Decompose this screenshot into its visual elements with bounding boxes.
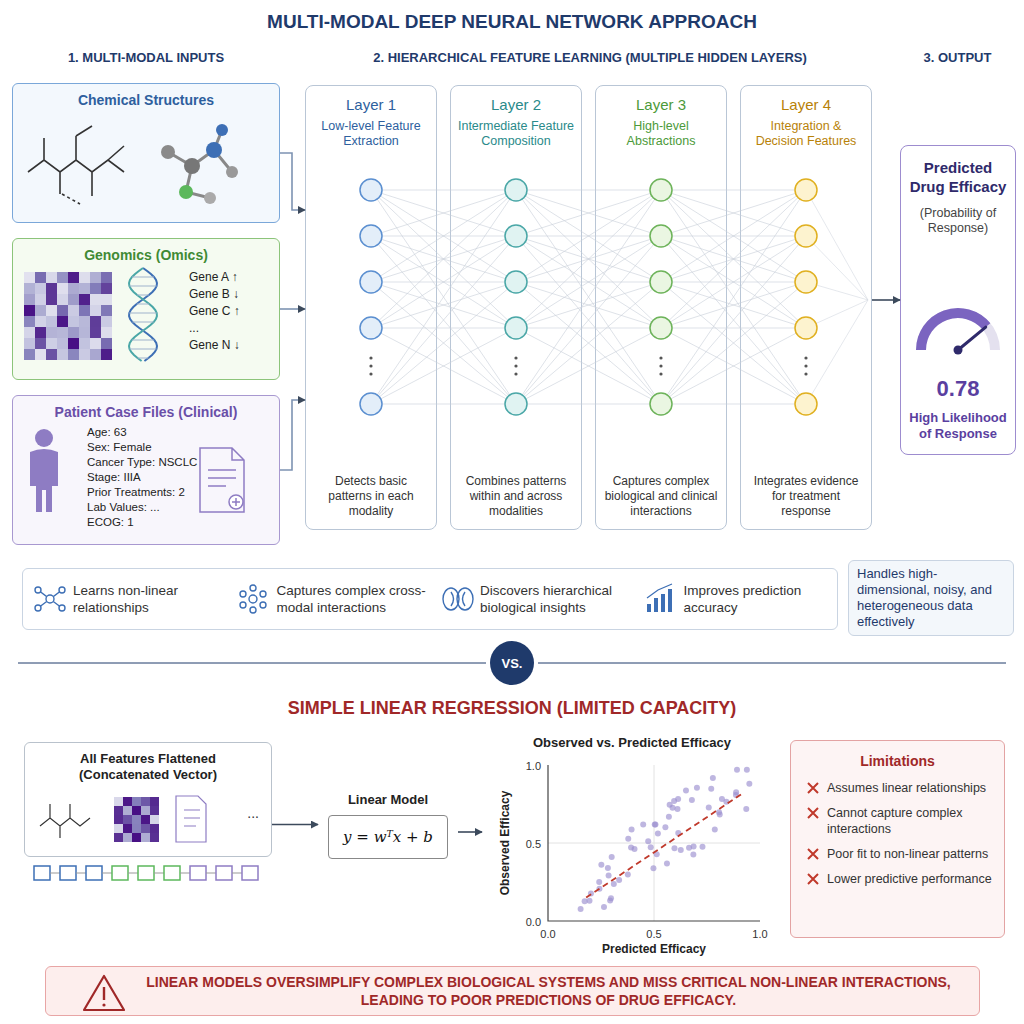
- node-text: Prior Treatments: 2: [87, 485, 185, 500]
- label-wrap: 3. OUTPUT: [895, 50, 1020, 66]
- input-box: Genomics (Omics) Gene A ↑Gene B ↓Gene C ↑…: [12, 238, 280, 380]
- node-text: Lower predictive performance: [801, 871, 994, 887]
- node-text: Captures complex biological and clinical…: [602, 474, 720, 519]
- axis-label: Predicted Efficacy: [579, 941, 729, 957]
- feature-vector: [34, 866, 258, 880]
- node-text: Gene B ↓: [189, 286, 239, 303]
- node-text: Improves prediction accuracy: [684, 582, 834, 616]
- axis-label: 1.0: [746, 926, 774, 942]
- label-wrap: Observed Efficacy: [497, 780, 513, 906]
- node-heading: Genomics (Omics): [84, 247, 208, 263]
- benefit-band: Learns non-linear relationships Captures …: [22, 568, 838, 630]
- label-wrap: 0.0: [513, 914, 541, 930]
- flow-arrow: [272, 824, 318, 826]
- node-heading: Handles high-dimensional, noisy, and het…: [857, 566, 1005, 630]
- label-wrap: 0.5: [513, 836, 541, 852]
- scatter-plot: [548, 765, 760, 921]
- layer-box: Layer 2 Intermediate Feature CompositionC…: [450, 85, 582, 530]
- warning-banner: LINEAR MODELS OVERSIMPLIFY COMPLEX BIOLO…: [45, 966, 980, 1016]
- node-heading: Observed vs. Predicted Efficacy: [533, 735, 731, 750]
- node-text: Detects basic patterns in each modality: [312, 474, 430, 519]
- node-text: Sex: Female: [87, 440, 152, 455]
- node-text: Age: 63: [87, 425, 127, 440]
- node-heading: Linear Model: [348, 792, 428, 807]
- node-text: Gene A ↑: [189, 269, 238, 286]
- node-heading: VS.: [502, 656, 523, 671]
- axis-label: Observed Efficacy: [497, 780, 513, 906]
- node-heading: Layer 3: [636, 96, 686, 113]
- node-text: Low-level Feature Extraction: [312, 119, 430, 149]
- node-text: Integrates evidence for treatment respon…: [747, 474, 865, 519]
- node-text: Cannot capture complex interactions: [801, 805, 994, 837]
- section-heading: 1. MULTI-MODAL INPUTS: [12, 50, 280, 66]
- flow-arrow: [280, 400, 305, 470]
- neuron-circles: [360, 179, 817, 415]
- node-heading: Layer 1: [346, 96, 396, 113]
- node-text: Intermediate Feature Composition: [457, 119, 575, 149]
- node-heading: LINEAR MODELS OVERSIMPLIFY COMPLEX BIOLO…: [138, 973, 959, 1009]
- section-heading: SIMPLE LINEAR REGRESSION (LIMITED CAPACI…: [150, 700, 874, 716]
- feature-box: All Features Flattened (Concatenated Vec…: [24, 742, 272, 857]
- model-box: Linear Model y = wᵀx + b: [318, 792, 458, 872]
- node-text: Captures complex cross-modal interaction…: [277, 582, 427, 616]
- node-heading: Layer 2: [491, 96, 541, 113]
- vs-circle: VS.: [490, 641, 534, 685]
- axis-label: 0.5: [513, 836, 541, 852]
- node-text: (Probability of Response): [907, 206, 1009, 236]
- network-mesh: [371, 190, 868, 404]
- label-wrap: SIMPLE LINEAR REGRESSION (LIMITED CAPACI…: [150, 700, 874, 716]
- flow-arrow: [280, 153, 305, 210]
- node-heading: Layer 4: [781, 96, 831, 113]
- limitation-box: LimitationsAssumes linear relationshipsC…: [790, 740, 1005, 938]
- node-text: Gene N ↓: [189, 337, 240, 354]
- output-box: Predicted Drug Efficacy (Probability of R…: [900, 145, 1016, 455]
- node-text: Integration & Decision Features: [747, 119, 865, 149]
- node-text: Poor fit to non-linear patterns: [801, 846, 994, 862]
- node-heading: Predicted Drug Efficacy: [907, 158, 1009, 196]
- flow-arrow: [458, 831, 482, 833]
- node-text: Cancer Type: NSCLC: [87, 455, 197, 470]
- node-text: Gene C ↑: [189, 303, 240, 320]
- axis-label: 0.0: [534, 926, 562, 942]
- node-text: ECOG: 1: [87, 515, 134, 530]
- input-box: Patient Case Files (Clinical) Age: 63Sex:…: [12, 395, 280, 545]
- node-text: 0.78: [937, 376, 980, 402]
- node-text: Lab Values: ...: [87, 500, 160, 515]
- note-box: Handles high-dimensional, noisy, and het…: [848, 560, 1014, 636]
- node-heading: All Features Flattened (Concatenated Vec…: [58, 751, 238, 783]
- label-wrap: 1.0: [513, 758, 541, 774]
- axis-label: 1.0: [513, 758, 541, 774]
- node-heading: Chemical Structures: [78, 92, 214, 108]
- node-text: High-level Abstractions: [602, 119, 720, 149]
- node-text: ...: [189, 320, 199, 337]
- label-wrap: Predicted Efficacy: [579, 941, 729, 957]
- title-wrap: MULTI-MODAL DEEP NEURAL NETWORK APPROACH: [0, 11, 1024, 33]
- node-heading: Patient Case Files (Clinical): [55, 404, 238, 420]
- node-text: High Likelihood of Response: [907, 410, 1009, 442]
- node-text: Stage: IIIA: [87, 470, 141, 485]
- node-text: ...: [247, 805, 259, 821]
- section-heading: 2. HIERARCHICAL FEATURE LEARNING (MULTIP…: [300, 50, 880, 66]
- label-wrap: 0.5: [640, 926, 668, 942]
- label-wrap: 0.0: [534, 926, 562, 942]
- input-box: Chemical Structures: [12, 83, 280, 223]
- flow-arrow: [872, 299, 900, 301]
- layer-box: Layer 3 High-level AbstractionsCaptures c…: [595, 85, 727, 530]
- node-text: Combines patterns within and across moda…: [457, 474, 575, 519]
- layer-box: Layer 4 Integration & Decision FeaturesIn…: [740, 85, 872, 530]
- flow-arrow: [280, 308, 305, 310]
- label-wrap: 1.0: [746, 926, 774, 942]
- layer-box: Layer 1 Low-level Feature ExtractionDetec…: [305, 85, 437, 530]
- page-title: MULTI-MODAL DEEP NEURAL NETWORK APPROACH: [0, 11, 1024, 33]
- axis-label: 0.0: [513, 914, 541, 930]
- section-heading: 3. OUTPUT: [895, 50, 1020, 66]
- node-text: Assumes linear relationships: [801, 780, 994, 796]
- label-wrap: 2. HIERARCHICAL FEATURE LEARNING (MULTIP…: [300, 50, 880, 66]
- axis-label: 0.5: [640, 926, 668, 942]
- node-heading: Limitations: [801, 753, 994, 769]
- node-text: Discovers hierarchical biological insigh…: [480, 582, 630, 616]
- label-wrap: 1. MULTI-MODAL INPUTS: [12, 50, 280, 66]
- node-text: y = wᵀx + b: [328, 815, 448, 859]
- node-heading: Learns non-linear relationships: [73, 582, 223, 616]
